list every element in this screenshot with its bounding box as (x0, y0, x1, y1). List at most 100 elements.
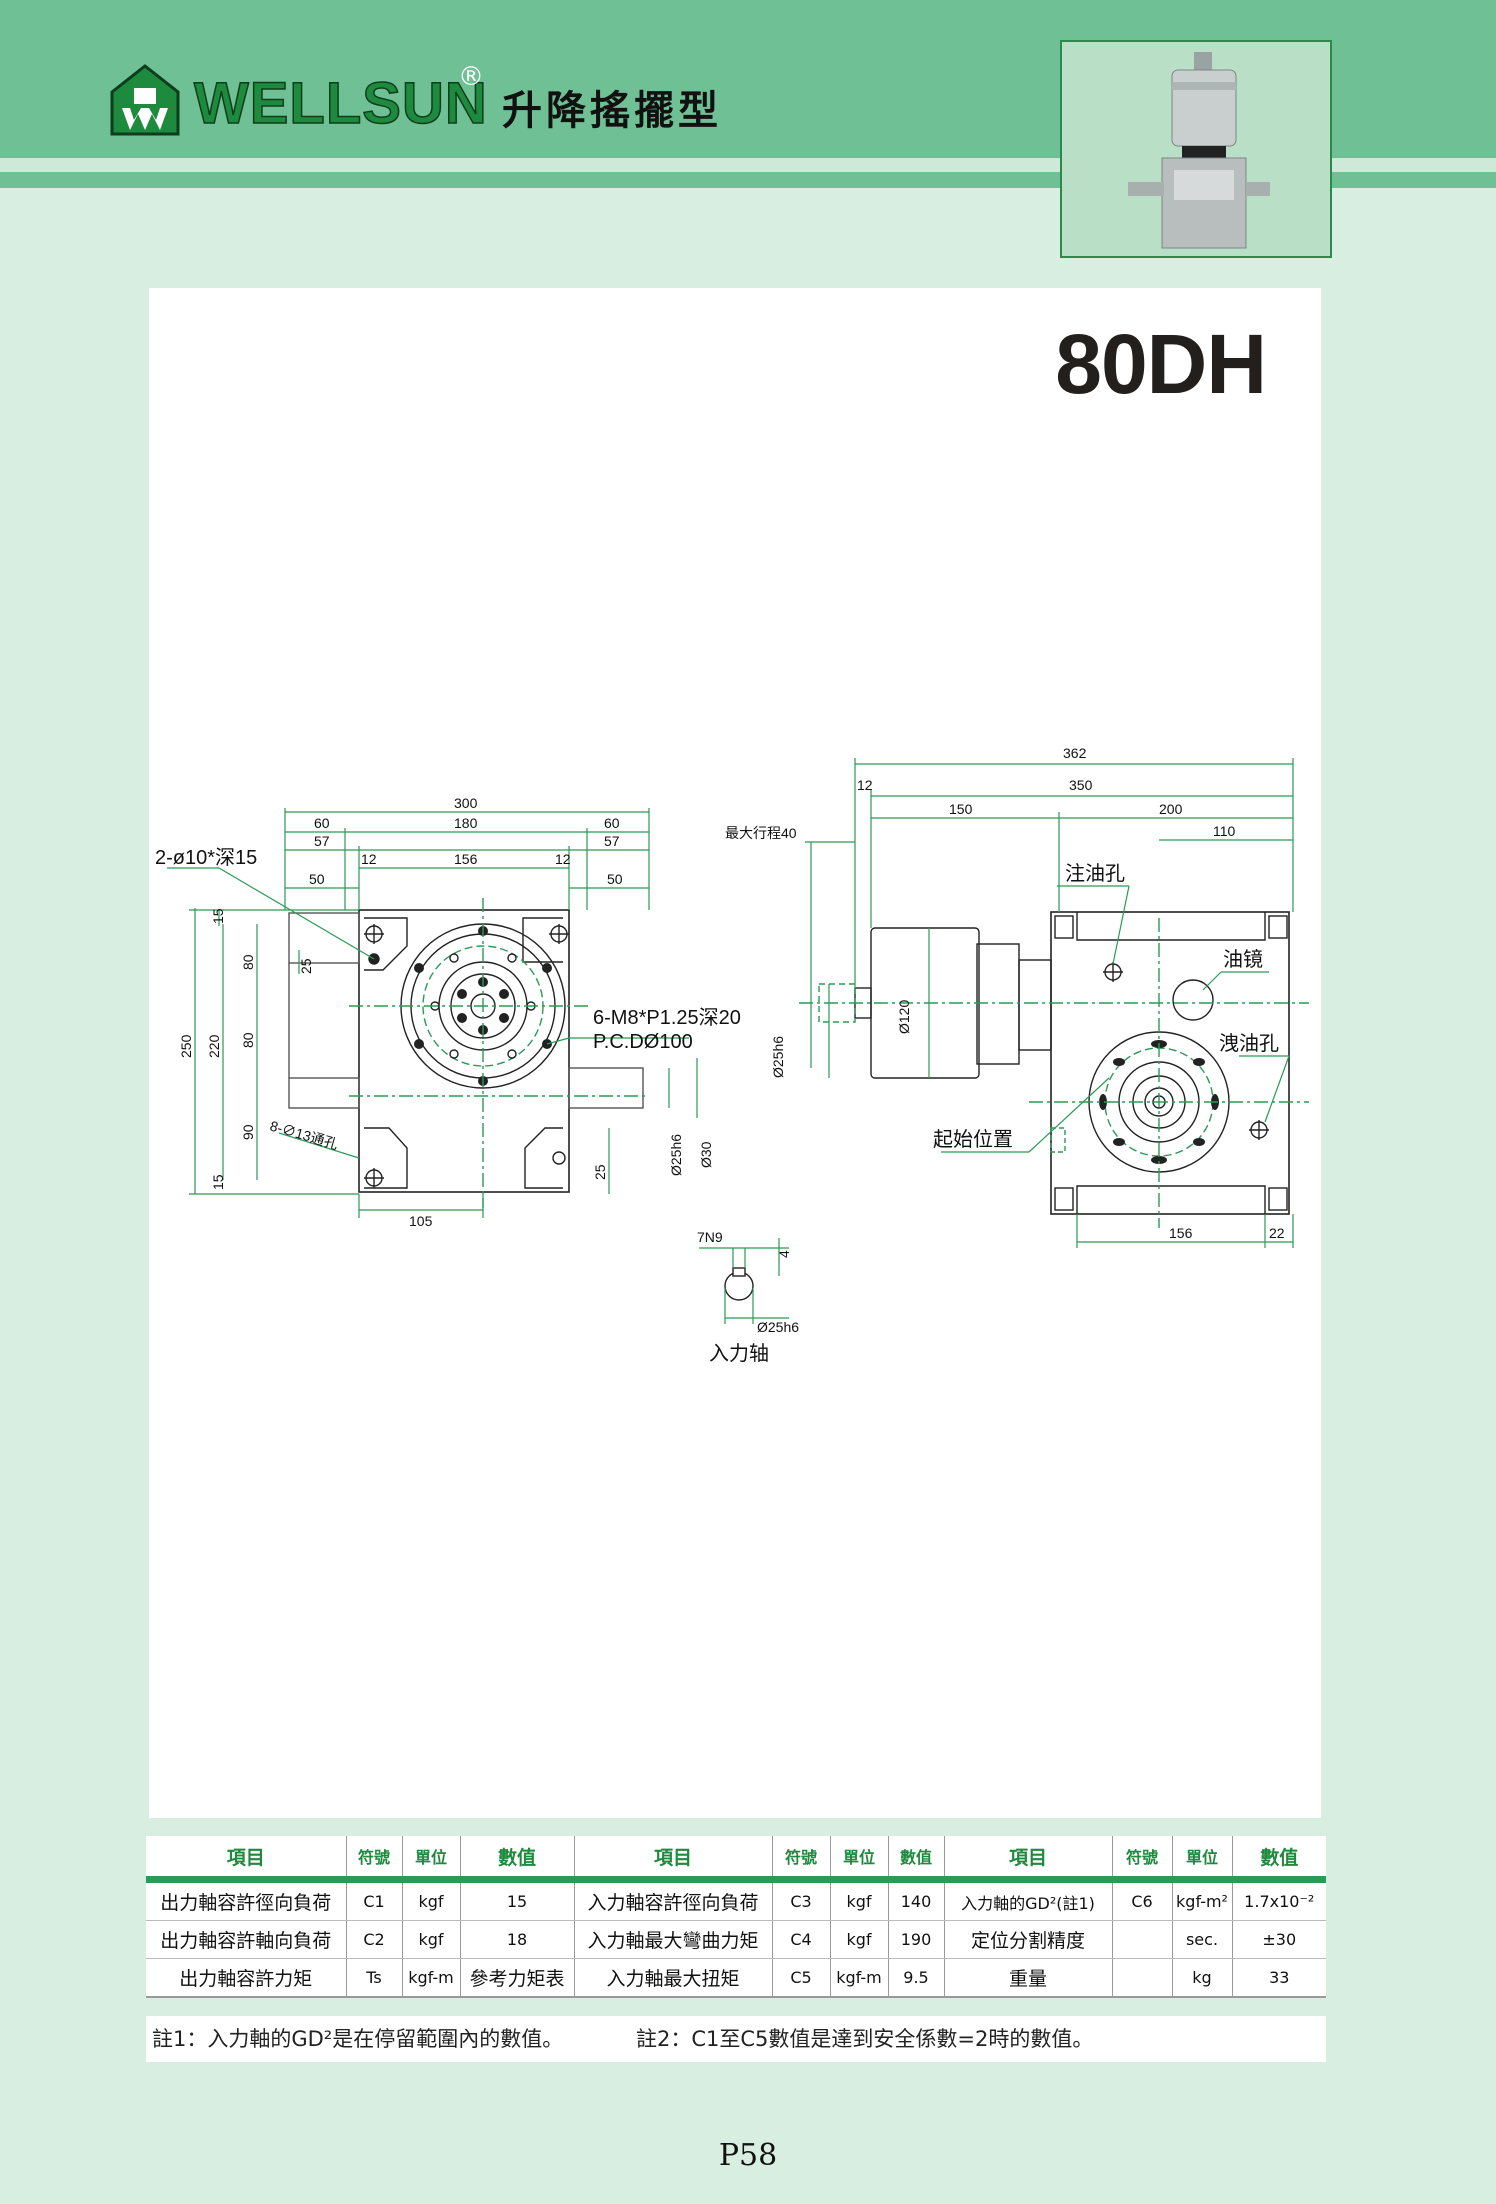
table-row: 出力軸容許軸向負荷 C2 kgf 18 入力軸最大彎曲力矩 C4 kgf 190… (146, 1920, 1326, 1959)
table-cell: sec. (1172, 1920, 1233, 1959)
table-cell: 入力軸容許徑向負荷 (574, 1879, 773, 1921)
dim-60-right: 60 (604, 815, 620, 831)
table-cell: 入力軸最大扭矩 (574, 1958, 773, 1998)
spec-table: 項目 符號 單位 數值 項目 符號 單位 數值 項目 符號 單位 數值 出力軸容… (146, 1836, 1326, 1998)
dim-shaft-25h6: Ø25h6 (668, 1134, 684, 1176)
dim-side-25h6: Ø25h6 (770, 1036, 786, 1078)
table-cell: C4 (772, 1920, 831, 1959)
table-row: 出力軸容許徑向負荷 C1 kgf 15 入力軸容許徑向負荷 C3 kgf 140… (146, 1879, 1326, 1921)
dim-57-left: 57 (314, 833, 330, 849)
dim-key-4: 4 (776, 1250, 792, 1258)
brand-logo: WELLSUN ® (108, 62, 528, 142)
col-header: 符號 (346, 1836, 403, 1883)
dim-150: 150 (949, 801, 973, 817)
dim-156-side: 156 (1169, 1225, 1193, 1241)
table-cell (1112, 1920, 1173, 1959)
callout-pcd: P.C.DØ100 (593, 1031, 693, 1053)
table-cell: kgf (402, 1879, 461, 1921)
col-header: 項目 (146, 1836, 347, 1883)
dim-50-right: 50 (607, 871, 623, 887)
table-cell: 出力軸容許力矩 (146, 1958, 347, 1998)
dim-25-left: 25 (298, 958, 314, 974)
col-header: 數值 (1232, 1836, 1326, 1883)
dim-300: 300 (454, 795, 478, 811)
product-category: 升降搖擺型 (502, 88, 722, 134)
table-cell: C6 (1112, 1879, 1173, 1921)
col-header: 單位 (402, 1836, 461, 1883)
label-input-shaft: 入力轴 (709, 1342, 769, 1365)
table-cell: kgf-m² (1172, 1879, 1233, 1921)
dim-22: 22 (1269, 1225, 1285, 1241)
table-cell: 出力軸容許軸向負荷 (146, 1920, 347, 1959)
label-oil-sight: 油镜 (1223, 948, 1263, 971)
dim-180: 180 (454, 815, 478, 831)
dim-50-left: 50 (309, 871, 325, 887)
table-cell: 9.5 (888, 1958, 945, 1998)
label-oil-drain: 洩油孔 (1219, 1032, 1279, 1055)
brand-name: WELLSUN (193, 70, 488, 137)
product-photo-image (1128, 52, 1270, 249)
table-cell: kgf-m (402, 1958, 461, 1998)
dim-key-7n9: 7N9 (697, 1229, 723, 1245)
dim-105: 105 (409, 1213, 433, 1229)
dim-90: 90 (240, 1124, 256, 1140)
table-cell: C5 (772, 1958, 831, 1998)
dim-57-right: 57 (604, 833, 620, 849)
table-cell: 定位分割精度 (944, 1920, 1113, 1959)
col-header: 符號 (1112, 1836, 1173, 1883)
table-cell: 出力軸容許徑向負荷 (146, 1879, 347, 1921)
dim-15-bottom: 15 (210, 1174, 226, 1190)
dim-220: 220 (206, 1034, 222, 1058)
front-view: 300 60 180 60 57 57 12 156 12 50 50 250 … (155, 795, 741, 1229)
callout-thread: 6-M8*P1.25深20 (593, 1006, 741, 1029)
table-cell: 重量 (944, 1958, 1113, 1998)
table-cell: 140 (888, 1879, 945, 1921)
technical-drawing: 300 60 180 60 57 57 12 156 12 50 50 250 … (155, 745, 1309, 1365)
table-cell: 入力軸的GD²(註1) (944, 1879, 1113, 1921)
col-header: 單位 (1172, 1836, 1233, 1883)
table-cell: 190 (888, 1920, 945, 1959)
table-cell: 18 (460, 1920, 575, 1959)
col-header: 項目 (944, 1836, 1113, 1883)
spec-header-row: 項目 符號 單位 數值 項目 符號 單位 數值 項目 符號 單位 數值 (146, 1836, 1326, 1883)
dim-156: 156 (454, 851, 478, 867)
table-cell: kgf (830, 1920, 889, 1959)
label-max-stroke: 最大行程40 (725, 825, 797, 841)
dim-120: Ø120 (896, 1000, 912, 1034)
dim-25-right: 25 (592, 1164, 608, 1180)
table-cell: C2 (346, 1920, 403, 1959)
dim-80-a: 80 (240, 954, 256, 970)
dim-shaft-30: Ø30 (698, 1141, 714, 1168)
table-cell: kgf (830, 1879, 889, 1921)
table-cell: Ts (346, 1958, 403, 1998)
col-header: 數值 (460, 1836, 575, 1883)
product-photo (1060, 40, 1332, 258)
dim-15-top: 15 (210, 908, 226, 924)
label-oil-fill: 注油孔 (1065, 862, 1125, 885)
dim-200: 200 (1159, 801, 1183, 817)
dim-60-left: 60 (314, 815, 330, 831)
table-cell: kgf-m (830, 1958, 889, 1998)
footnote-1: 註1：入力軸的GD²是在停留範圍內的數值。 (152, 2027, 564, 2051)
callout-holes: 2-ø10*深15 (155, 846, 257, 869)
dim-362: 362 (1063, 745, 1087, 761)
footnote-2: 註2：C1至C5數值是達到安全係數=2時的數值。 (636, 2027, 1094, 2051)
col-header: 數值 (888, 1836, 945, 1883)
table-cell: C3 (772, 1879, 831, 1921)
drawing-panel: 80DH (149, 288, 1321, 1818)
dim-80-b: 80 (240, 1032, 256, 1048)
label-start-position: 起始位置 (933, 1128, 1013, 1151)
table-cell: 33 (1232, 1958, 1326, 1998)
dim-shaft-detail-25h6: Ø25h6 (757, 1319, 799, 1335)
col-header: 項目 (574, 1836, 773, 1883)
page-number: P58 (718, 2138, 778, 2173)
table-cell: kgf (402, 1920, 461, 1959)
dim-12-side: 12 (857, 777, 873, 793)
side-view: 362 350 12 150 200 110 156 22 最大行程40 Ø25… (725, 745, 1309, 1248)
table-cell: 參考力矩表 (460, 1958, 575, 1998)
table-cell: C1 (346, 1879, 403, 1921)
dim-250: 250 (178, 1034, 194, 1058)
table-row: 出力軸容許力矩 Ts kgf-m 參考力矩表 入力軸最大扭矩 C5 kgf-m … (146, 1958, 1326, 1998)
shaft-detail: 7N9 4 Ø25h6 入力轴 (697, 1229, 799, 1365)
footnotes: 註1：入力軸的GD²是在停留範圍內的數值。 註2：C1至C5數值是達到安全係數=… (146, 2016, 1326, 2062)
